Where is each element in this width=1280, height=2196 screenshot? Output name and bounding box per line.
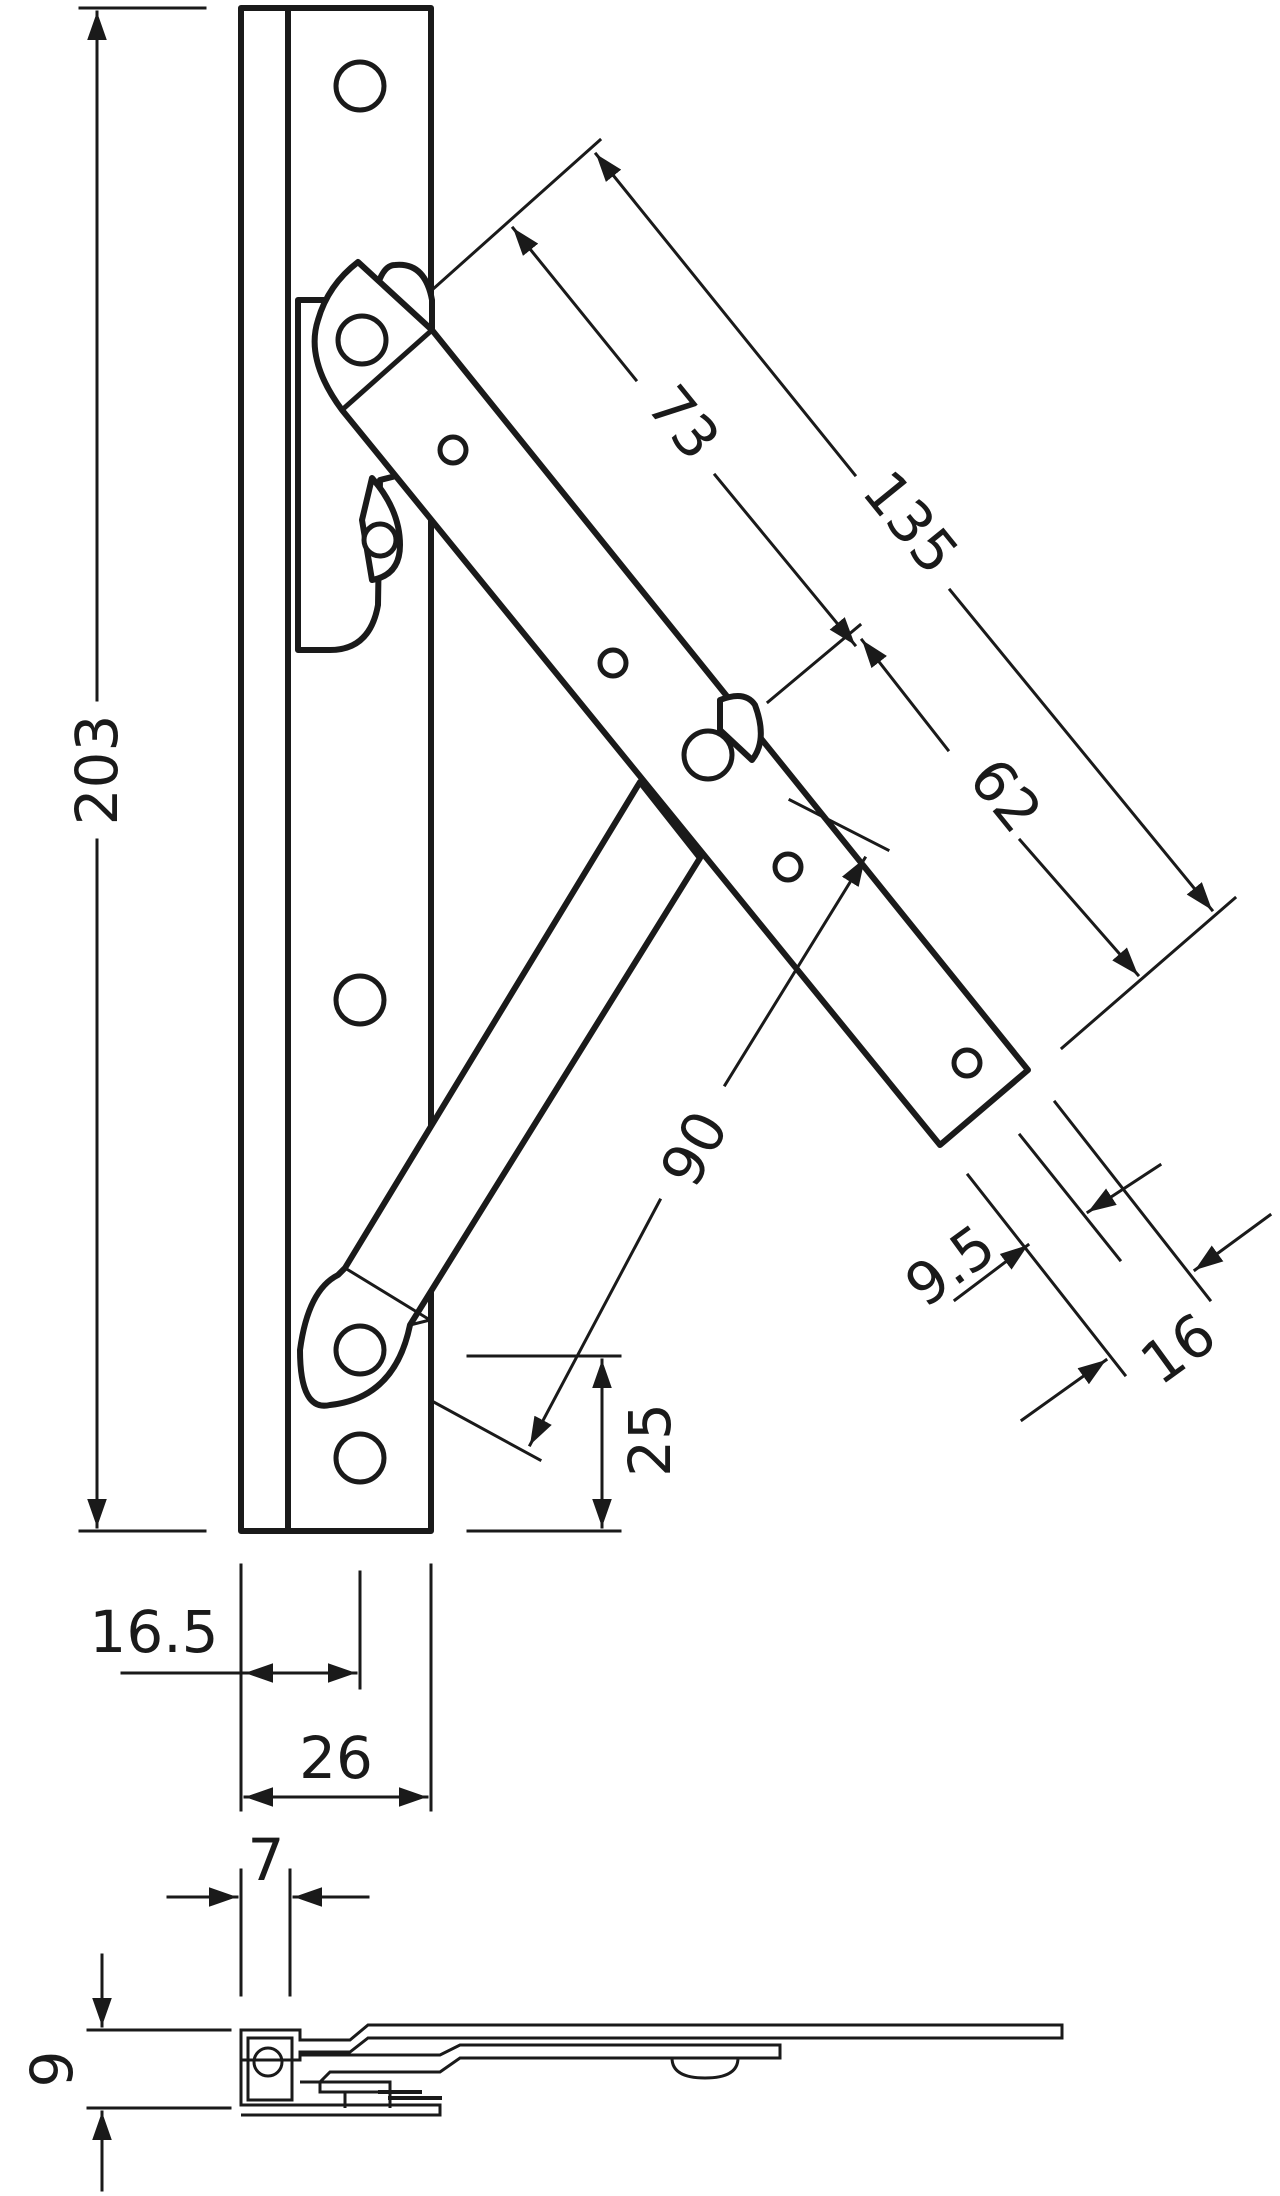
dim-203-label: 203 [63, 715, 131, 826]
main-arm [311, 259, 1031, 1148]
dim-16-label: 16 [1128, 1300, 1228, 1398]
dim-90-label: 90 [647, 1100, 742, 1197]
dim-62-label: 62 [956, 745, 1055, 845]
dim-7-label: 7 [248, 1826, 285, 1894]
dim-16-5-label: 16.5 [89, 1598, 218, 1666]
dim-25-label: 25 [616, 1403, 684, 1477]
strut-pivot-hole [333, 1323, 387, 1377]
dim-135-label: 135 [849, 458, 972, 587]
dim-strut-offset: 25 [466, 1354, 684, 1533]
dim-26-label: 26 [299, 1724, 373, 1792]
side-view [239, 2023, 1064, 2117]
dim-9-label: 9 [18, 2051, 86, 2088]
plate-holes [333, 59, 387, 1485]
support-strut [297, 779, 703, 1409]
dim-flange: 7 [166, 1826, 370, 1997]
dim-arm-tip: 9.5 16 [893, 1099, 1273, 1423]
dim-73-label: 73 [634, 372, 733, 472]
dim-total-height: 203 [63, 6, 207, 1533]
dim-widths: 16.5 26 [89, 1563, 433, 1812]
dim-thickness: 9 [18, 1953, 232, 2192]
dim-9-5-label: 9.5 [893, 1211, 1008, 1320]
arm-pivot-hole [335, 313, 389, 367]
